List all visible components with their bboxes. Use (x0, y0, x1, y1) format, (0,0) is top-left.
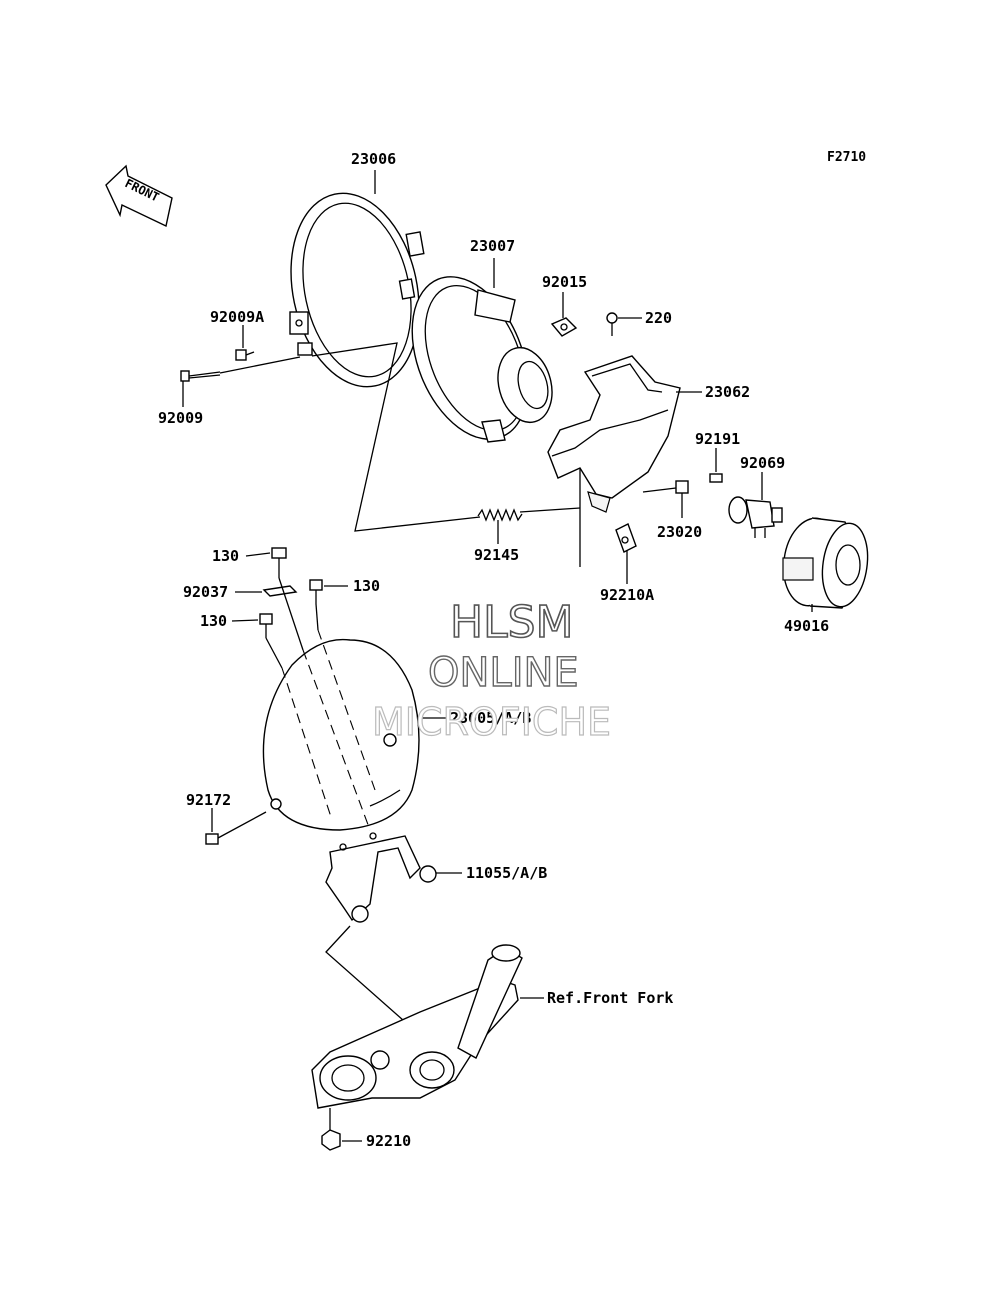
label-92210A: 92210A (600, 586, 654, 604)
part-92210A-clip (615, 523, 637, 553)
assembly-line-fork (325, 925, 413, 1029)
leader-130-top (245, 552, 271, 557)
label-130-right: 130 (353, 577, 380, 595)
leader-23020-pointer (642, 487, 677, 493)
label-220: 220 (645, 309, 672, 327)
watermark: HLSM ONLINE MICROFICHE (371, 596, 611, 744)
label-92172: 92172 (186, 791, 231, 809)
part-11055-bracket (325, 832, 437, 923)
figure-code: F2710 (827, 150, 866, 165)
watermark-line1: HLSM (450, 597, 574, 648)
label-92191: 92191 (695, 430, 740, 448)
leader-130-left (231, 619, 259, 622)
part-130-bolt-left (259, 613, 273, 638)
part-92210-nut (321, 1108, 341, 1151)
label-23062: 23062 (705, 383, 750, 401)
label-92009A: 92009A (210, 308, 264, 326)
assembly-line-spring-end (519, 507, 581, 513)
label-130-top: 130 (212, 547, 239, 565)
label-92145: 92145 (474, 546, 519, 564)
alignment-lines (265, 577, 376, 831)
part-92009-bolt (180, 356, 301, 382)
label-23007: 23007 (470, 237, 515, 255)
part-130-bolt-right (309, 579, 323, 604)
label-23005: 23005/A/B (450, 709, 531, 727)
part-92191-pin (709, 473, 723, 483)
part-92145-spring (477, 508, 523, 522)
label-23020: 23020 (657, 523, 702, 541)
watermark-line2: ONLINE (428, 650, 579, 696)
part-49016-cap (782, 517, 869, 609)
label-front-fork: Ref.Front Fork (547, 989, 673, 1007)
part-23006-headlight-rim (289, 192, 425, 388)
part-23020-clip (675, 480, 689, 494)
label-92037: 92037 (183, 583, 228, 601)
part-23005-headlight-shell (262, 638, 420, 831)
label-92069: 92069 (740, 454, 785, 472)
part-92015-nut (550, 317, 578, 337)
label-11055: 11055/A/B (466, 864, 547, 882)
assembly-line-spring (311, 342, 481, 532)
front-arrow-icon: FRONT (105, 164, 173, 228)
label-49016: 49016 (784, 617, 829, 635)
label-92015: 92015 (542, 273, 587, 291)
part-92037-clamp (262, 585, 298, 597)
label-92210: 92210 (366, 1132, 411, 1150)
part-92172-screw (205, 811, 267, 845)
part-130-bolt-top (271, 547, 287, 578)
label-130-left: 130 (200, 612, 227, 630)
label-23006: 23006 (351, 150, 396, 168)
watermark-line3: MICROFICHE (372, 700, 611, 744)
part-front-fork-bracket (311, 944, 523, 1109)
part-23062-bracket (547, 355, 681, 513)
part-23007-headlight-unit (411, 276, 553, 443)
part-92069-bulb (728, 496, 783, 538)
part-92009A-screw (235, 349, 255, 361)
label-92009: 92009 (158, 409, 203, 427)
part-220-screw (606, 312, 618, 336)
